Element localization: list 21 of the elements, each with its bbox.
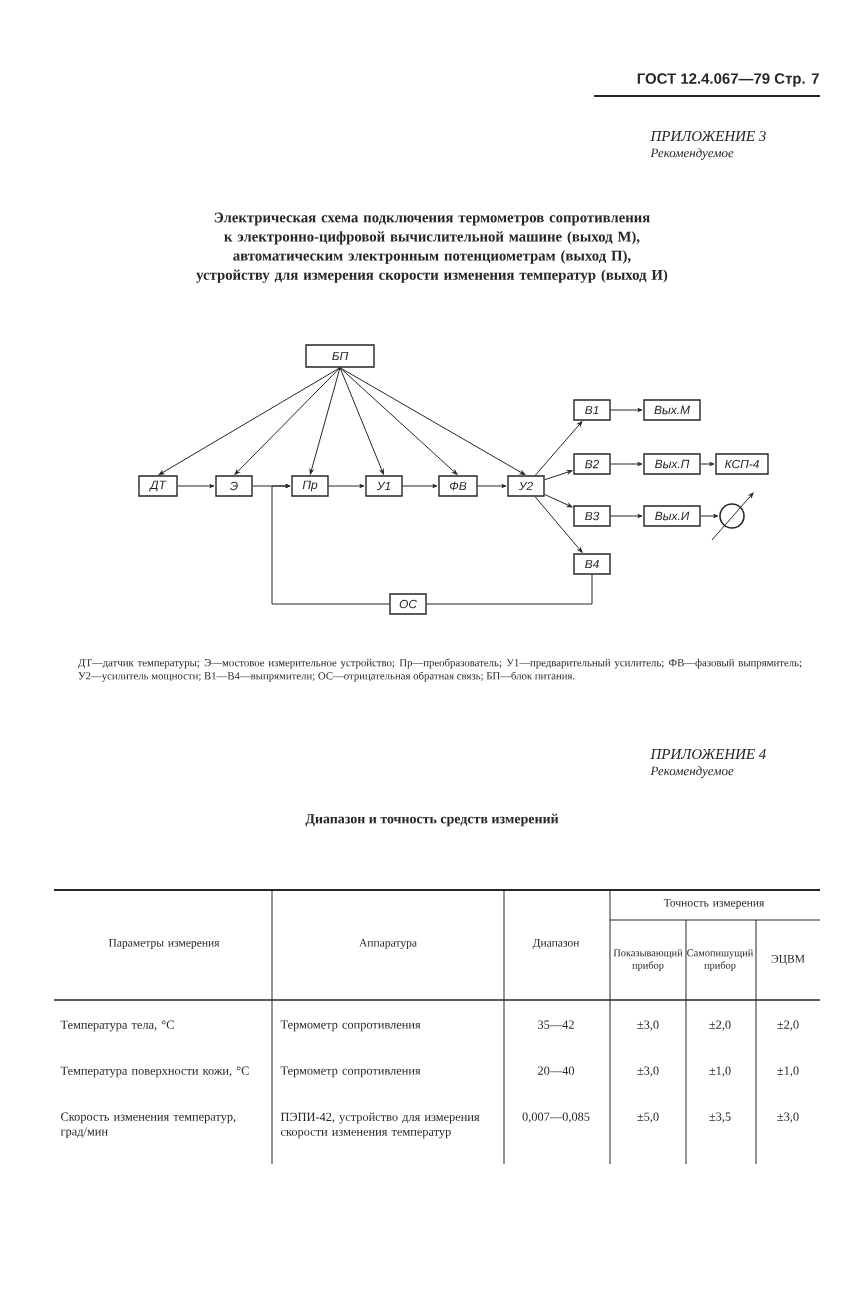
arrow: [700, 514, 719, 518]
arrow: [328, 484, 365, 488]
arrow: [158, 367, 341, 476]
arrow: [339, 367, 458, 475]
arrow: [339, 367, 384, 475]
arrow: [477, 484, 507, 488]
arrow: [544, 494, 573, 508]
arrow: [610, 462, 643, 466]
arrow: [700, 462, 715, 466]
arrow: [534, 496, 583, 553]
arrow: [271, 484, 390, 605]
arrow: [610, 408, 643, 412]
arrow: [234, 367, 341, 475]
arrow: [177, 484, 215, 488]
meter-symbol: [711, 492, 754, 541]
arrow: [534, 421, 583, 476]
arrow: [309, 367, 341, 475]
arrow: [402, 484, 438, 488]
arrow: [339, 367, 526, 476]
arrow: [610, 514, 643, 518]
arrow: [544, 470, 573, 481]
